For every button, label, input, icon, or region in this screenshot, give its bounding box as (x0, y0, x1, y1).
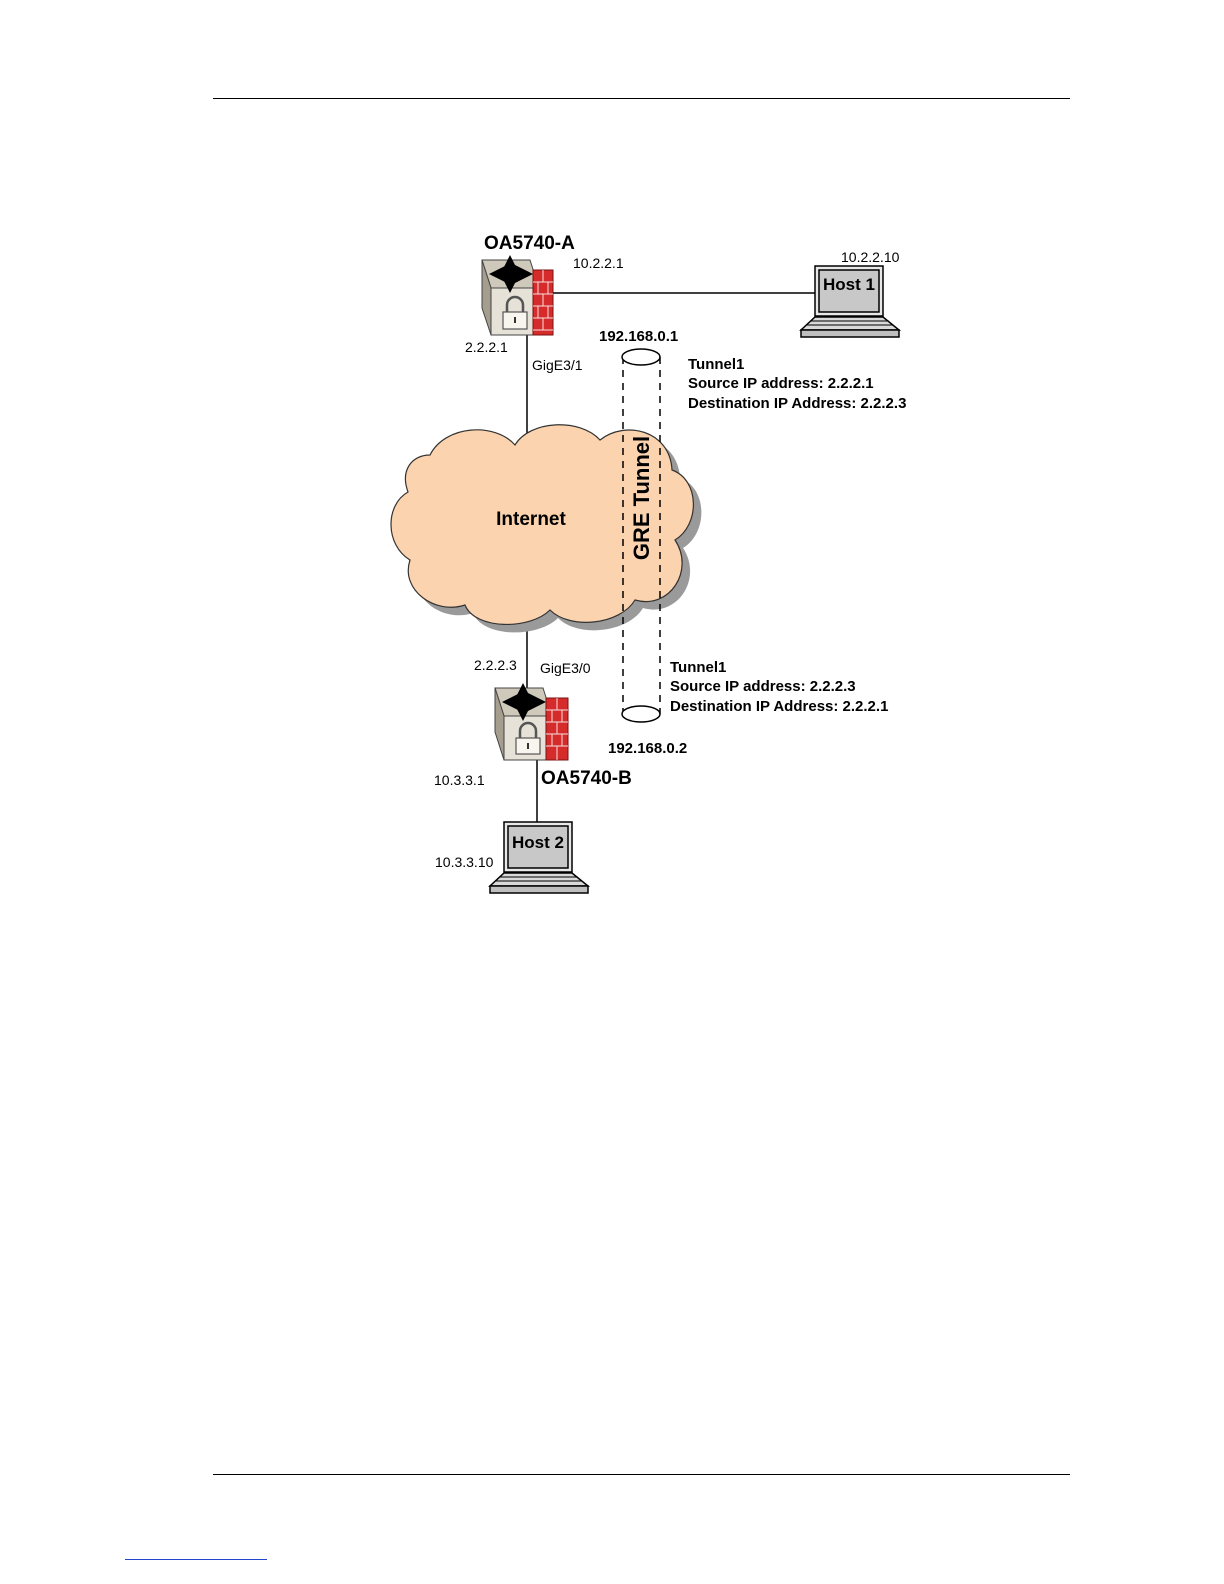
router-a-lan-ip: 10.2.2.1 (573, 255, 624, 271)
host1-keyboard (801, 317, 899, 330)
router-a[interactable] (482, 260, 553, 335)
router-b[interactable] (495, 688, 568, 760)
router-b-wan-port: GigE3/0 (540, 660, 591, 676)
gre-tunnel-bottom-end (622, 706, 660, 722)
gre-tunnel-top-end (622, 349, 660, 365)
host2-base (490, 886, 588, 893)
tunnel-end-b-ip: 192.168.0.2 (608, 740, 687, 757)
internet-cloud: Internet (391, 425, 701, 633)
host2-ip: 10.3.3.10 (435, 854, 494, 870)
router-b-name: OA5740-B (541, 768, 632, 789)
tunnel-b-source: Source IP address: 2.2.2.3 (670, 678, 856, 695)
router-a-wan-port: GigE3/1 (532, 357, 583, 373)
tunnel-end-a-ip: 192.168.0.1 (599, 328, 678, 345)
router-b-lan-ip: 10.3.3.1 (434, 772, 485, 788)
host2-keyboard (490, 873, 588, 886)
router-b-wan-ip: 2.2.2.3 (474, 657, 517, 673)
host1-laptop-icon[interactable]: Host 1 (801, 266, 899, 337)
tunnel-b-name: Tunnel1 (670, 659, 726, 676)
router-a-name: OA5740-A (484, 233, 575, 254)
host2-laptop-icon[interactable]: Host 2 (490, 822, 588, 893)
tunnel-b-destination: Destination IP Address: 2.2.2.1 (670, 698, 888, 715)
host1-base (801, 330, 899, 337)
host1-ip: 10.2.2.10 (841, 249, 900, 265)
tunnel-a-source: Source IP address: 2.2.2.1 (688, 375, 874, 392)
router-a-wan-ip: 2.2.2.1 (465, 339, 508, 355)
gre-tunnel-label: GRE Tunnel (629, 436, 654, 560)
host2-label: Host 2 (512, 833, 564, 852)
tunnel-a-name: Tunnel1 (688, 356, 744, 373)
internet-label: Internet (496, 509, 566, 530)
host1-label: Host 1 (823, 275, 875, 294)
tunnel-a-destination: Destination IP Address: 2.2.2.3 (688, 395, 906, 412)
